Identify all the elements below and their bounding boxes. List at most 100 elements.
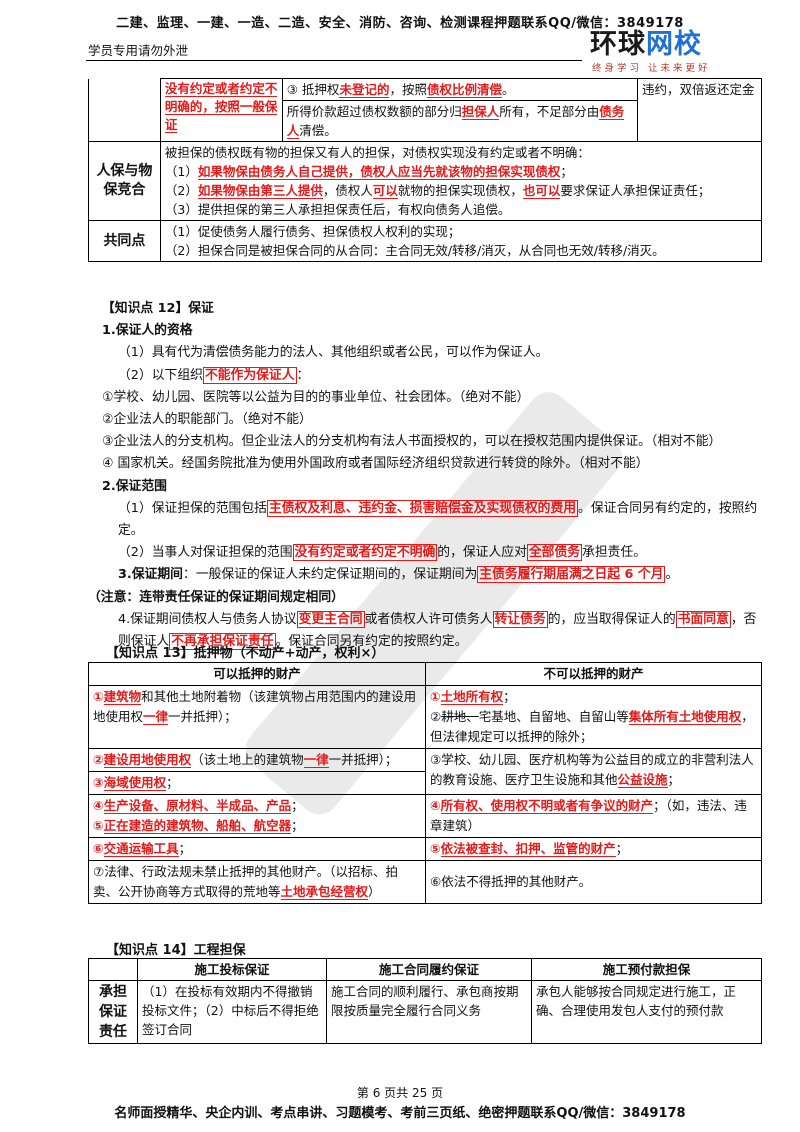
t: ；	[615, 841, 629, 856]
t: 4.保证期间债权人与债务人协议	[118, 611, 297, 627]
t: ；	[166, 775, 179, 790]
kp12-s1: 1.保证人的资格	[102, 323, 193, 339]
bid-guarantee-cell: （1）在投标有效期内不得撤销投标文件；（2）中标后不得拒绝签订合同	[137, 980, 327, 1044]
t: 不再承担保证责任	[169, 633, 276, 651]
mortgage-property-table: 可以抵押的财产不可以抵押的财产 ①建筑物和其他土地附着物（该建筑物占用范围内的建…	[88, 662, 762, 904]
col-allowed: 可以抵押的财产	[88, 662, 426, 686]
row-key-liability: 承担保证责任	[88, 980, 138, 1044]
kp13-title: 【知识点 13】抵押物（不动产+动产，权利×）	[106, 646, 385, 661]
t: 清偿。	[299, 123, 337, 138]
kp12-p7: （1）保证担保的范围包括主债权及利息、违约金、损害赔偿金及实现债权的费用。保证合…	[88, 498, 760, 542]
t: （2）	[164, 183, 198, 198]
t: ⑦法律、行政法规未禁止抵押的其他财产。（以招标、拍卖、公开协商等方式取得的荒地等	[93, 864, 398, 899]
t: 所有权、使用权不明或者有争议的财产	[440, 798, 654, 814]
t: ①	[93, 689, 104, 704]
kp12-p8: （2）当事人对保证担保的范围没有约定或者约定不明确的，保证人应对全部债务承担责任…	[88, 542, 760, 564]
t: ⑤	[93, 818, 104, 833]
t: 和其他土地附着物（该建筑物占用范围内的建设用地使用权	[93, 689, 417, 724]
t: 一律	[143, 709, 169, 725]
t: ③	[93, 775, 104, 790]
forbidden-5: ⑤依法被查封、扣押、监管的财产；	[425, 837, 762, 861]
t: 或者债权人许可债务人	[364, 611, 493, 627]
advance-guarantee-cell: 承包人能够按合同规定进行施工，正确、合理使用发包人支付的预付款	[531, 980, 762, 1044]
t: ）	[368, 884, 381, 899]
t: ⑤	[430, 841, 441, 856]
t: 所得价款超过债权数额的部分归	[286, 104, 462, 119]
t: 。保证合同另有约定的按照约定。	[275, 634, 468, 650]
t: ：	[296, 367, 310, 383]
t: （2）以下组织	[118, 367, 203, 383]
t: 的，保证人应对	[437, 545, 527, 561]
logo-text-b: 网校	[646, 29, 702, 60]
t: ，但法律规定可以抵押的除外；	[430, 709, 754, 744]
t: 。	[501, 82, 515, 97]
kp12-title: 【知识点 12】保证	[102, 301, 214, 316]
t: ②	[430, 709, 442, 724]
kp14-title: 【知识点 14】工程担保	[106, 943, 246, 958]
allowed-4-5: ④生产设备、原材料、半成品、产品；⑤正在建造的建筑物、船舶、航空器；	[88, 794, 426, 838]
t: 公益设施	[617, 772, 668, 788]
allowed-2: ②建设用地使用权（该土地上的建筑物一律一并抵押）；	[88, 748, 426, 772]
t: （1）	[164, 164, 198, 179]
t: ④	[93, 798, 104, 813]
allowed-7: ⑦法律、行政法规未禁止抵押的其他财产。（以招标、拍卖、公开协商等方式取得的荒地等…	[88, 860, 426, 904]
brand-logo: 环球网校 终身学习 让未来更好	[590, 30, 740, 76]
t: 土地所有权	[440, 689, 504, 705]
row-key-common: 共同点	[88, 220, 161, 262]
row-key-concurrence: 人保与物保竞合	[88, 141, 161, 221]
header-divider	[86, 60, 582, 61]
t: ②	[93, 752, 104, 767]
footer-contact: 名师面授精华、央企内训、考点串讲、习题模考、考前三页纸、绝密押题联系QQ/微信：…	[114, 1106, 686, 1121]
kp12-p1: （1）具有代为清偿债务能力的法人、其他组织或者公民，可以作为保证人。	[118, 345, 549, 361]
t: 没有约定或者约定不明确	[292, 544, 438, 562]
t: 变更主合同	[296, 610, 365, 628]
kp12-section: 【知识点 12】保证 1.保证人的资格 （1）具有代为清偿债务能力的法人、其他组…	[88, 298, 760, 653]
kp12-s2: 2.保证范围	[102, 478, 167, 494]
t: 未登记的	[339, 82, 390, 98]
t: 一律	[303, 752, 329, 768]
deposit-cell: 违约，双倍返还定金	[637, 78, 762, 142]
t: ：一般保证的保证人未约定保证期间的，保证期间为	[182, 567, 478, 583]
t: ④	[430, 798, 441, 813]
t: ；	[291, 798, 304, 813]
t: 转让债务	[492, 610, 548, 628]
t: 就物的担保实现债权，	[397, 183, 523, 198]
kp12-p4: ②企业法人的职能部门。（绝对不能）	[102, 412, 312, 428]
t: 交通运输工具	[103, 841, 179, 857]
t: 也可以	[522, 183, 561, 199]
corner-cell	[88, 78, 161, 142]
header-contact: 二建、监理、一建、一造、二造、安全、消防、咨询、检测课程押题联系QQ/微信：38…	[116, 16, 684, 31]
kp12-p11: 4.保证期间债权人与债务人协议变更主合同或者债权人许可债务人转让债务的，应当取得…	[88, 609, 760, 653]
allowed-6: ⑥交通运输工具；	[88, 837, 426, 861]
t: 海域使用权	[103, 775, 167, 791]
t: （2）当事人对保证担保的范围	[118, 545, 293, 561]
page-number: 第 6 页共 25 页	[356, 1086, 444, 1100]
forbidden-6: ⑥依法不得抵押的其他财产。	[425, 860, 762, 904]
allowed-1: ①建筑物和其他土地附着物（该建筑物占用范围内的建设用地使用权一律一并抵押）；	[88, 685, 426, 749]
kp12-p9: 3.保证期间：一般保证的保证人未约定保证期间的，保证期间为主债务履行期届满之日起…	[88, 564, 760, 586]
t: 土地承包经营权	[280, 884, 369, 900]
t: 建设用地使用权	[103, 752, 192, 768]
t: 依法被查封、扣押、监管的财产	[440, 841, 616, 857]
t: ⑥	[93, 841, 104, 856]
t: ③ 抵押权	[286, 82, 340, 97]
kp12-p10: （注意：连带责任保证的保证期间规定相同）	[88, 589, 344, 605]
col-forbidden: 不可以抵押的财产	[425, 662, 762, 686]
kp12-p6: ④ 国家机关。经国务院批准为使用外国政府或者国际经济组织贷款进行转贷的除外。（相…	[102, 456, 649, 472]
general-guarantee-cell: 没有约定或者约定不明确的，按照一般保证	[159, 78, 283, 142]
t: 的，应当取得保证人的	[547, 611, 676, 627]
t: 承担责任。	[582, 545, 647, 561]
t: 。	[665, 567, 679, 583]
t: 要求保证人承担保证责任；	[560, 183, 711, 198]
t: 正在建造的建筑物、船舶、航空器	[103, 818, 292, 834]
t: ①	[430, 689, 441, 704]
t: 耕地、	[441, 709, 479, 724]
t: 。保证合同另有约定的，按照约定。	[118, 500, 758, 539]
t: 如果物保由债务人自己提供，债权人应当先就该物的担保实现债权	[197, 164, 561, 180]
corner-cell-2	[88, 958, 138, 981]
t: 所有，不足部分由	[499, 104, 600, 119]
t: ；	[667, 772, 681, 787]
t: 不能作为保证人	[202, 366, 297, 384]
guarantee-compare-table: 没有约定或者约定不明确的，按照一般保证 ③ 抵押权未登记的，按照债权比例清偿。 …	[88, 78, 763, 262]
logo-text-a: 环球	[590, 29, 646, 60]
